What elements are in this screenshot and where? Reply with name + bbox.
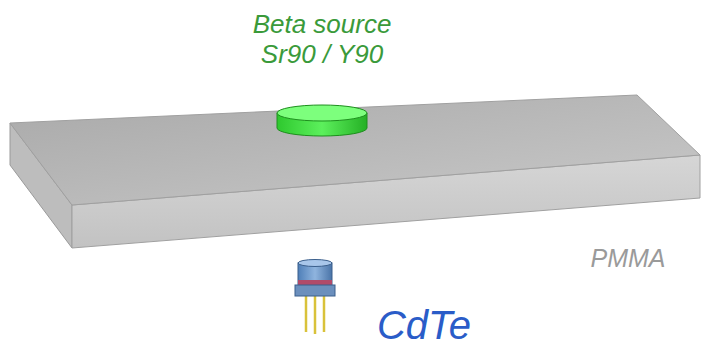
cdte-detector <box>295 260 335 335</box>
detector-pin <box>314 296 317 334</box>
cylinder-top <box>277 105 367 121</box>
detector-cap <box>298 260 332 267</box>
detector-pin <box>323 296 326 332</box>
pmma-slab <box>10 95 700 248</box>
source-label: Beta source Sr90 / Y90 <box>227 10 417 70</box>
detector-pin <box>305 296 308 332</box>
material-label: PMMA <box>558 244 698 273</box>
detector-flange <box>295 285 335 296</box>
beta-source-cylinder <box>277 105 367 136</box>
detector-label: CdTe <box>339 302 509 348</box>
slab-top <box>10 95 700 205</box>
